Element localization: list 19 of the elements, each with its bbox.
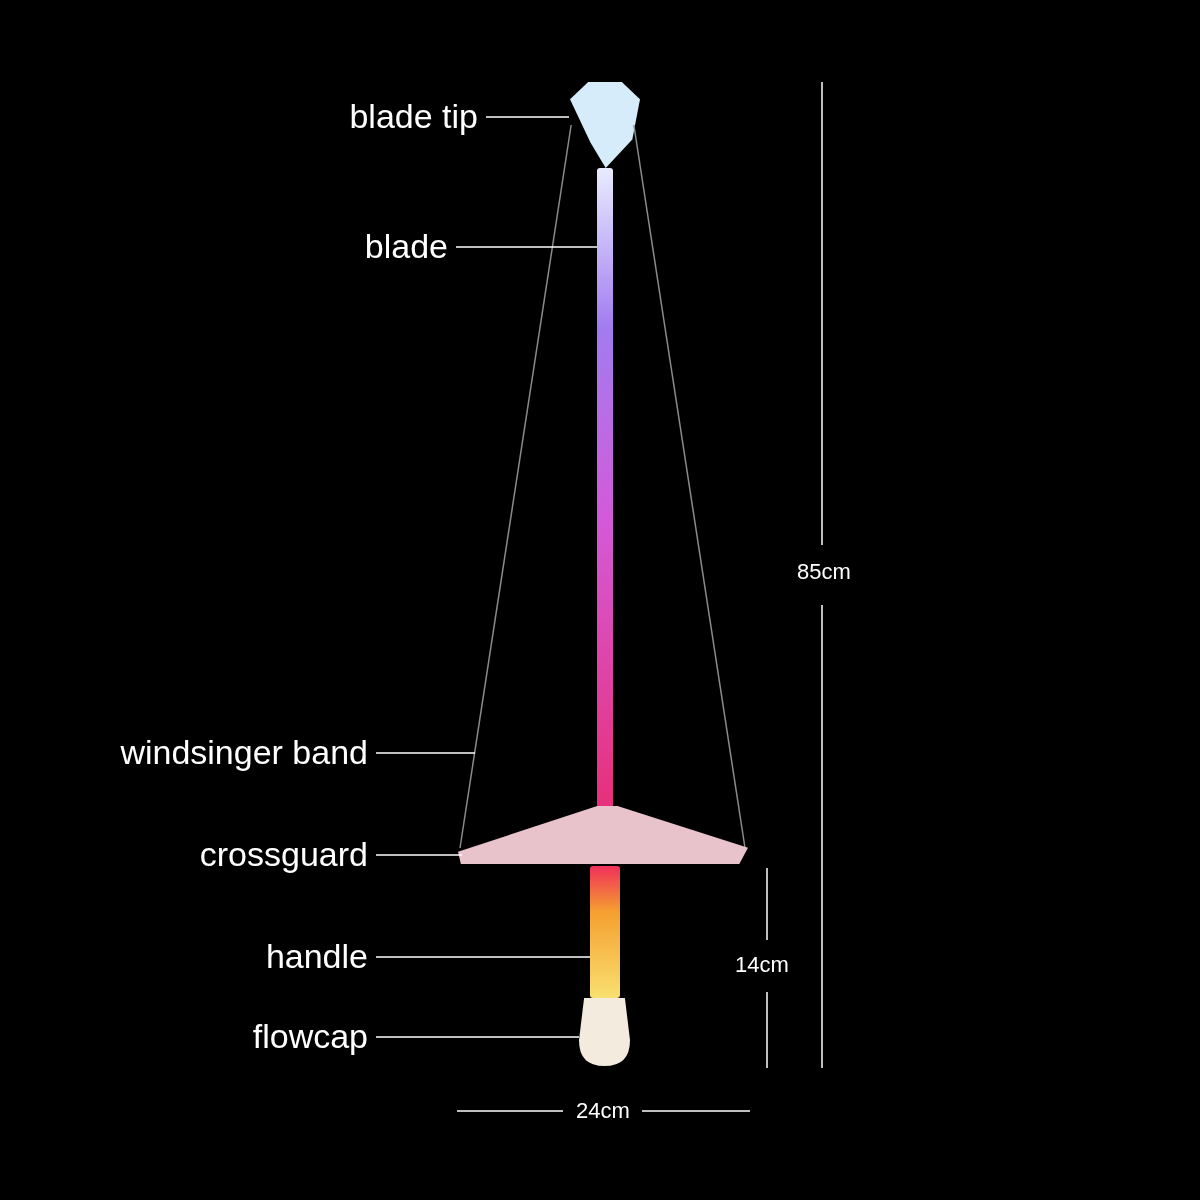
part-label: flowcap <box>252 1016 368 1056</box>
dimension-label: 24cm <box>576 1098 630 1124</box>
leader-line <box>485 116 570 118</box>
leader-line <box>375 956 591 958</box>
leader-line <box>455 246 598 248</box>
leader-line <box>375 1036 580 1038</box>
handle <box>590 866 620 998</box>
leader-line <box>375 752 476 754</box>
leader-line <box>375 854 463 856</box>
dimension-label: 14cm <box>735 952 789 978</box>
part-label: windsinger band <box>120 732 368 772</box>
part-label: blade <box>364 226 448 266</box>
part-label: crossguard <box>199 834 368 874</box>
blade-tip <box>570 82 640 168</box>
flowcap <box>579 998 630 1066</box>
dimension-label: 85cm <box>797 559 851 585</box>
part-label: blade tip <box>349 96 478 136</box>
part-label: handle <box>265 936 368 976</box>
crossguard <box>458 806 748 864</box>
